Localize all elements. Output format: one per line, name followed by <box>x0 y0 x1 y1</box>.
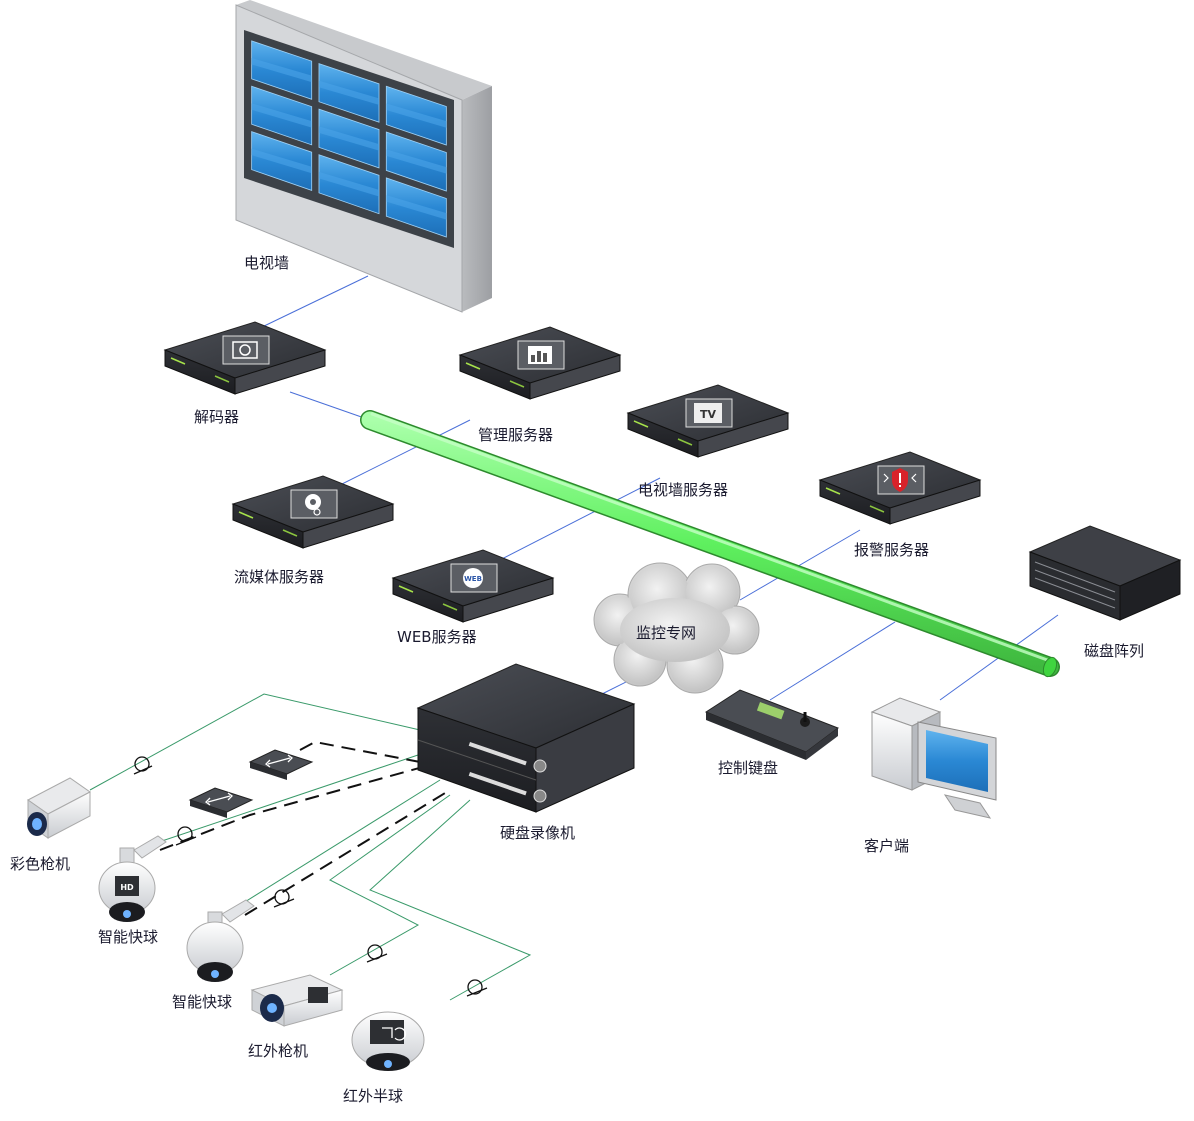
transceiver-2 <box>188 787 254 818</box>
decoder-device <box>164 321 326 395</box>
tv-screen-shine <box>251 148 312 174</box>
alarm-server-device <box>819 451 981 525</box>
reel-icon <box>305 494 321 516</box>
transceiver-links <box>159 740 451 916</box>
tv-screen-shine <box>318 126 380 151</box>
web-server-device: WEB <box>392 549 554 623</box>
film-icon <box>232 341 258 359</box>
nvr-label: 硬盘录像机 <box>500 824 576 842</box>
tv-screen-shine <box>251 57 312 83</box>
tv-screen-shine <box>318 171 380 197</box>
control-keyboard-label: 控制键盘 <box>718 759 779 777</box>
tv-wall-label: 电视墙 <box>244 254 290 272</box>
chart-icon <box>528 346 552 364</box>
ir-dome-label: 红外半球 <box>343 1087 404 1105</box>
speed-dome-camera-2 <box>186 899 255 982</box>
control-keyboard-device <box>704 689 840 760</box>
stream-server-label: 流媒体服务器 <box>234 568 325 586</box>
color-camera-label: 彩色枪机 <box>10 855 71 873</box>
ir-bullet-label: 红外枪机 <box>248 1042 309 1060</box>
tvwall-server-label: 电视墙服务器 <box>638 481 729 499</box>
private-network-label: 监控专网 <box>636 624 697 642</box>
ir-bullet-camera <box>250 974 344 1027</box>
client-label: 客户端 <box>864 837 910 855</box>
client-pc-device <box>870 697 997 819</box>
speed-dome-1-label: 智能快球 <box>98 928 159 946</box>
disk-array-device <box>1028 525 1182 621</box>
web-globe-icon: WEB <box>463 568 483 588</box>
tv-screen-shine <box>251 103 312 128</box>
nvr-device <box>416 663 636 813</box>
color-bullet-camera <box>27 777 91 839</box>
alarm-server-label: 报警服务器 <box>854 541 930 559</box>
network-links <box>259 275 1059 701</box>
stream-server-device <box>232 475 394 549</box>
tv-screen-shine <box>318 80 380 105</box>
tv-screen-shine <box>386 195 447 220</box>
management-server-label: 管理服务器 <box>478 426 554 444</box>
disk-array-label: 磁盘阵列 <box>1084 642 1145 660</box>
tv-screen-shine <box>386 103 447 128</box>
web-server-label: WEB服务器 <box>397 628 477 646</box>
transceiver-1 <box>248 749 314 780</box>
speed-dome-camera-1: HD <box>98 835 167 922</box>
tv-wall-screens <box>251 40 447 238</box>
tv-glyph: TV <box>700 408 717 421</box>
tv-screen-shine <box>386 149 447 174</box>
ir-dome-camera <box>351 1011 425 1071</box>
tvwall-server-device: TV <box>627 384 789 458</box>
tv-icon: TV <box>694 403 722 423</box>
cable-coils <box>133 756 488 997</box>
camera-links <box>89 693 532 1001</box>
hd-glyph: HD <box>120 883 134 892</box>
tv-wall <box>235 0 492 313</box>
backbone-pipe <box>360 410 1060 678</box>
alarm-shield-icon <box>883 468 917 492</box>
private-network-cloud <box>593 562 760 694</box>
web-glyph: WEB <box>464 575 482 583</box>
decoder-label: 解码器 <box>194 408 240 426</box>
management-server-device <box>459 326 621 400</box>
speed-dome-2-label: 智能快球 <box>172 993 233 1011</box>
